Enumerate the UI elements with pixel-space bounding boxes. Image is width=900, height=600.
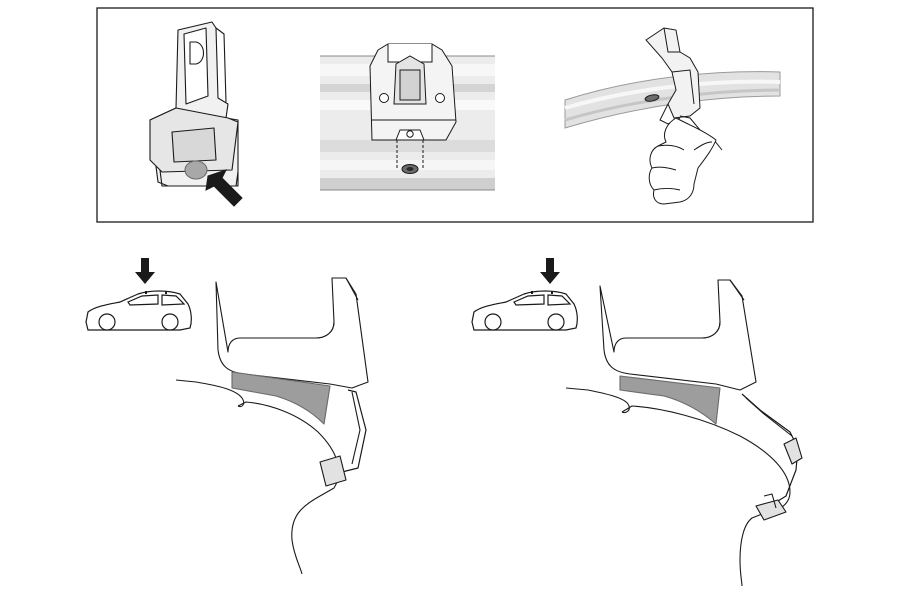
rail-bracket-illustration [320, 43, 495, 191]
car-icon [85, 290, 192, 331]
car-icon [471, 290, 578, 331]
foot-pad-illustration [149, 21, 239, 187]
arrow-icon [205, 169, 243, 207]
down-arrow-icon [135, 258, 155, 284]
down-arrow-icon [540, 258, 560, 284]
hand-icon [648, 117, 717, 205]
rail-clamp-illustration [564, 27, 781, 205]
foot-mount-right [565, 279, 803, 587]
foot-mount-left [175, 277, 369, 575]
